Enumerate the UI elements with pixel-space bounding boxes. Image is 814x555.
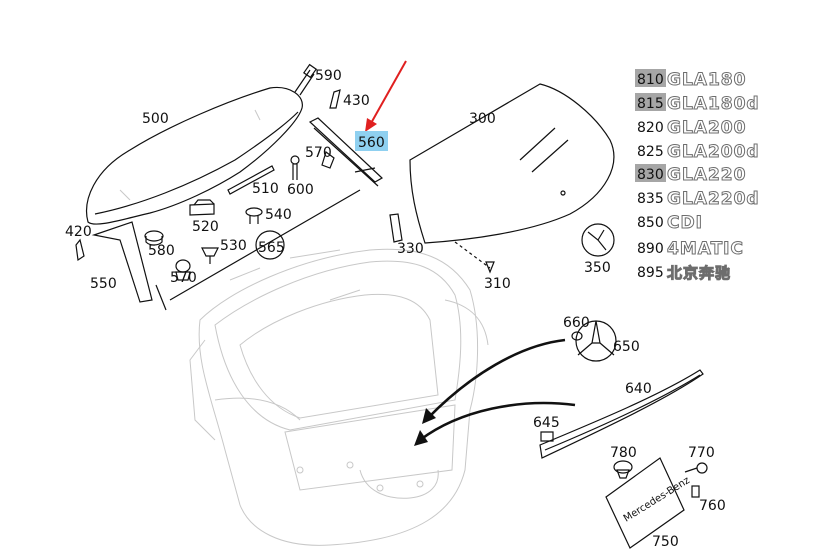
callout-350: 350 xyxy=(584,260,611,276)
callout-530: 530 xyxy=(220,238,247,254)
callout-520: 520 xyxy=(192,219,219,235)
retainer-310 xyxy=(454,241,495,274)
clip-565 xyxy=(255,230,285,260)
plate-750: Mercedes-Benz xyxy=(605,457,692,549)
trim-strip-640 xyxy=(539,369,704,459)
roof-spoiler-500 xyxy=(86,86,303,225)
trim-330 xyxy=(389,213,403,243)
rear-window-300 xyxy=(409,83,615,244)
callout-arrowhead xyxy=(365,118,377,132)
callout-600: 600 xyxy=(287,182,314,198)
emblem-code-815: 815 xyxy=(637,96,664,112)
callout-770: 770 xyxy=(688,445,715,461)
emblem-text-810: GLA180 xyxy=(667,70,746,90)
retainer-570-upper xyxy=(321,151,335,169)
leader-line-560 xyxy=(169,167,376,301)
assembly-arrowhead-lower xyxy=(414,430,428,446)
callout-510: 510 xyxy=(252,181,279,197)
callout-640: 640 xyxy=(625,381,652,397)
bolt-540 xyxy=(245,207,263,224)
callout-500: 500 xyxy=(142,111,169,127)
emblem-code-890: 890 xyxy=(637,241,664,257)
emblem-815-highlight xyxy=(635,93,666,111)
emblem-text-895: 北京奔驰 xyxy=(667,264,731,282)
callout-540: 540 xyxy=(265,207,292,223)
emblem-code-830: 830 xyxy=(637,167,664,183)
emblem-list: 810 GLA180 815 GLA180d 820 GLA200 825 GL… xyxy=(635,69,760,283)
callout-645: 645 xyxy=(533,415,560,431)
callout-570-upper: 570 xyxy=(305,145,332,161)
emblem-text-890: 4MATIC xyxy=(667,239,744,259)
callout-420: 420 xyxy=(65,224,92,240)
tool-symbol-350 xyxy=(581,223,615,257)
nut-760 xyxy=(691,485,700,498)
emblem-code-850: 850 xyxy=(637,215,664,231)
assembly-arrowhead-upper xyxy=(422,408,436,424)
callout-550: 550 xyxy=(90,276,117,292)
callout-560: 560 xyxy=(358,135,385,151)
bolt-780 xyxy=(613,460,633,479)
clip-645 xyxy=(540,431,554,442)
bolt-600 xyxy=(290,155,300,180)
callout-590: 590 xyxy=(315,68,342,84)
callout-580: 580 xyxy=(148,243,175,259)
callout-565: 565 xyxy=(258,240,285,256)
callout-660: 660 xyxy=(563,315,590,331)
emblem-code-825: 825 xyxy=(637,144,664,160)
assembly-arrow-lower xyxy=(419,401,576,442)
callout-560-highlight xyxy=(355,131,388,151)
emblem-text-815: GLA180d xyxy=(667,94,760,114)
grommet-580 xyxy=(144,230,164,246)
callout-570-lower: 570 xyxy=(170,270,197,286)
strip-510 xyxy=(227,165,275,195)
star-emblem-650 xyxy=(575,320,617,362)
callout-750: 750 xyxy=(652,534,679,550)
emblem-code-810: 810 xyxy=(637,72,664,88)
callout-760: 760 xyxy=(699,498,726,514)
emblem-810-highlight xyxy=(635,69,666,87)
clip-430 xyxy=(329,89,341,109)
spoiler-strip-560 xyxy=(308,117,384,187)
callout-arrow xyxy=(369,60,407,126)
clip-530 xyxy=(201,247,219,264)
emblem-code-820: 820 xyxy=(637,120,664,136)
emblem-830-highlight xyxy=(635,164,666,182)
callout-labels: 590 430 500 560 300 570 510 600 520 540 … xyxy=(65,68,726,550)
callout-430: 430 xyxy=(343,93,370,109)
emblem-code-895: 895 xyxy=(637,265,664,281)
screw-770 xyxy=(684,462,708,474)
assembly-arrow-upper xyxy=(427,338,566,419)
emblem-text-825: GLA200d xyxy=(667,142,760,162)
strip-550-and-420 xyxy=(75,221,167,311)
emblem-text-830: GLA220 xyxy=(667,165,746,185)
callout-330: 330 xyxy=(397,241,424,257)
emblem-text-820: GLA200 xyxy=(667,118,746,138)
clip-570-lower xyxy=(175,259,191,281)
clip-660 xyxy=(571,331,583,341)
screw-590 xyxy=(294,63,317,96)
emblem-code-835: 835 xyxy=(637,191,664,207)
callout-780: 780 xyxy=(610,445,637,461)
callout-650: 650 xyxy=(613,339,640,355)
plate-brand-text: Mercedes-Benz xyxy=(622,475,692,525)
emblem-text-835: GLA220d xyxy=(667,189,760,209)
tailgate-body xyxy=(189,248,489,546)
bracket-520 xyxy=(189,199,215,216)
emblem-text-850: CDI xyxy=(667,213,703,233)
callout-300: 300 xyxy=(469,111,496,127)
callout-310: 310 xyxy=(484,276,511,292)
